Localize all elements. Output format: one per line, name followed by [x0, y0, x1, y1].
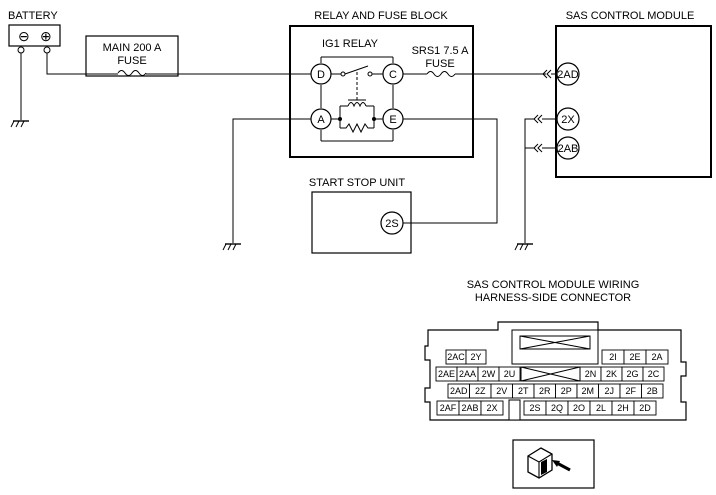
- connector-pin-label: 2D: [639, 403, 651, 413]
- connector-pin-label: 2B: [647, 386, 658, 396]
- pin-2ad-label: 2AD: [557, 69, 578, 81]
- pin-2ab: [556, 136, 580, 160]
- connector-cavity: [642, 366, 665, 382]
- sas-control-module: SAS CONTROL MODULE 2AD 2X 2AB: [533, 10, 712, 178]
- connector-shell: [424, 321, 687, 421]
- main-fuse: MAIN 200 A FUSE: [85, 35, 179, 77]
- blocked-cavity: [520, 366, 581, 382]
- relay-e-to-start-stop-wire: [403, 118, 498, 224]
- pin-2s: [380, 211, 404, 235]
- ground-symbol: [10, 120, 29, 128]
- connector-pin-label: 2J: [604, 386, 614, 396]
- relay-block-title: RELAY AND FUSE BLOCK: [314, 10, 448, 22]
- sas-module-title: SAS CONTROL MODULE: [566, 10, 695, 22]
- battery-minus-symbol: ⊖: [18, 28, 30, 44]
- srs1-fuse-symbol: [426, 71, 456, 77]
- ground-symbol: [514, 243, 533, 251]
- battery-body: [8, 24, 61, 47]
- connector-pin-label: 2L: [596, 403, 606, 413]
- connector-pin-label: 2E: [629, 352, 640, 362]
- relay-fuse-label-line2: FUSE: [425, 58, 454, 70]
- relay-label: IG1 RELAY: [322, 38, 379, 50]
- connector-cavities: 2AC 2Y 2I 2E 2A 2AE 2AA 2W 2U 2N 2K 2G 2C 2AD 2Z 2V 2T 2R…: [435, 349, 669, 416]
- relay-and-fuse-block: RELAY AND FUSE BLOCK IG1 RELAY SRS1 7.5 …: [289, 10, 474, 158]
- terminal-a-label: A: [317, 114, 325, 126]
- connector-pin-label: 2I: [609, 352, 617, 362]
- battery-positive-wire: [46, 53, 86, 75]
- main-fuse-label-line1: MAIN 200 A: [103, 42, 162, 54]
- fuse-symbol: [117, 70, 147, 76]
- relay-block-border: [289, 25, 474, 158]
- connector-cavity: [633, 400, 657, 416]
- connector-title-line1: SAS CONTROL MODULE WIRING: [467, 279, 640, 291]
- connector-pin-label: 2A: [651, 352, 662, 362]
- connector-pin-label: 2Z: [475, 386, 486, 396]
- connector-pin-label: 2AF: [440, 403, 457, 413]
- connector-title-line2: HARNESS-SIDE CONNECTOR: [475, 292, 631, 304]
- connector-pin-label: 2Q: [551, 403, 563, 413]
- connector-pin-label: 2AC: [447, 352, 465, 362]
- pin-2ab-label: 2AB: [558, 143, 579, 155]
- relay-fuse-label-line1: SRS1 7.5 A: [412, 45, 470, 57]
- ground-symbol: [222, 243, 241, 251]
- relay-switch: [331, 65, 383, 100]
- connector-pin-label: 2H: [617, 403, 629, 413]
- main-fuse-box: [85, 35, 179, 77]
- battery-negative-terminal: [17, 46, 25, 54]
- connector-cavity: [641, 383, 664, 399]
- connector-pin-label: 2G: [626, 369, 638, 379]
- connector-pin-label: 2AE: [438, 369, 455, 379]
- terminal-e-label: E: [389, 114, 396, 126]
- start-stop-unit: START STOP UNIT 2S: [309, 177, 412, 254]
- sas-module-border: [555, 25, 712, 178]
- connector-cavity: [465, 349, 487, 365]
- connector-pin-label: 2V: [496, 386, 507, 396]
- pin-2ad: [556, 62, 580, 86]
- connector-pin-label: 2S: [529, 403, 540, 413]
- connector-pin-label: 2T: [518, 386, 529, 396]
- pin-2s-label: 2S: [385, 218, 398, 230]
- connector-pin-label: 2C: [648, 369, 660, 379]
- blocked-cavity-frame: [520, 366, 581, 382]
- harness-connector: SAS CONTROL MODULE WIRING HARNESS-SIDE C…: [424, 279, 687, 421]
- connector-pin-label: 2K: [606, 369, 617, 379]
- connector-mark: [533, 143, 543, 153]
- connector-pin-label: 2U: [504, 369, 516, 379]
- battery-positive-terminal: [43, 46, 51, 54]
- terminal-c-label: C: [389, 69, 397, 81]
- connector-pin-label: 2Y: [470, 352, 481, 362]
- start-stop-box: [311, 191, 412, 254]
- connector-pin-label: 2W: [482, 369, 496, 379]
- connector-pin-label: 2M: [581, 386, 594, 396]
- connector-cavity: [480, 400, 504, 416]
- relay-coil: [331, 99, 383, 134]
- connector-mark: [542, 69, 552, 79]
- battery-label: BATTERY: [8, 10, 58, 22]
- connector-pin-label: 2R: [539, 386, 551, 396]
- connector-pin-label: 2F: [625, 386, 636, 396]
- battery-plus-symbol: ⊕: [40, 28, 52, 44]
- connector-view-icon: [512, 439, 595, 489]
- connector-pin-label: 2X: [486, 403, 497, 413]
- main-fuse-label-line2: FUSE: [117, 55, 146, 67]
- sas-ground-wire: [524, 118, 534, 243]
- pin-2x-label: 2X: [561, 114, 575, 126]
- connector-pin-label: 2AD: [450, 386, 468, 396]
- connector-mark: [533, 114, 543, 124]
- connector-pin-label: 2N: [585, 369, 597, 379]
- battery: BATTERY ⊖ ⊕: [8, 10, 61, 54]
- connector-pin-label: 2P: [561, 386, 572, 396]
- terminal-d-label: D: [317, 69, 325, 81]
- connector-pin-label: 2AB: [461, 403, 478, 413]
- pin-2x: [556, 107, 580, 131]
- connector-pin-label: 2AA: [459, 369, 476, 379]
- connector-latch: [511, 329, 599, 365]
- start-stop-title: START STOP UNIT: [309, 177, 405, 189]
- connector-cavity: [498, 366, 521, 382]
- relay-a-ground-wire: [232, 118, 311, 243]
- connector-cavity: [645, 349, 669, 365]
- connector-pin-label: 2O: [573, 403, 585, 413]
